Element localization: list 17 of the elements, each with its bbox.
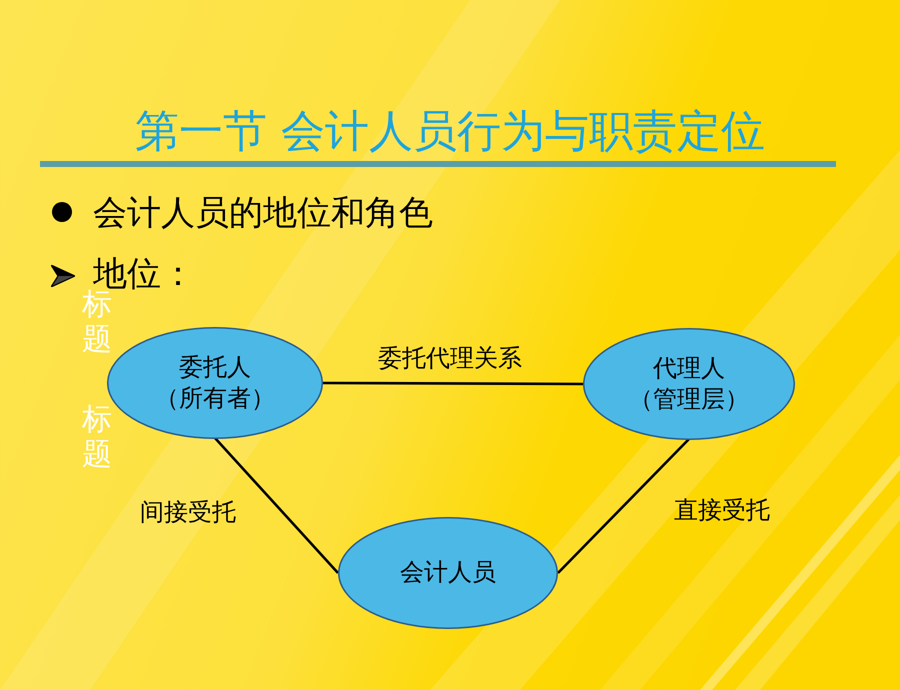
node-label: （管理层）	[629, 384, 749, 415]
edge-label: 直接受托	[674, 495, 770, 526]
ellipse-node	[338, 517, 558, 629]
vertical-label: 标题	[82, 403, 112, 472]
bullet-text: 会计人员的地位和角色	[93, 192, 433, 235]
vertical-label: 标题	[82, 288, 112, 357]
edge-label: 间接受托	[140, 497, 236, 528]
node-label: 委托人	[179, 352, 251, 383]
connector-line	[323, 382, 583, 386]
connector-line	[557, 438, 690, 574]
edge-label: 委托代理关系	[378, 343, 522, 374]
node-label: 会计人员	[400, 557, 496, 588]
node-label: 代理人	[653, 352, 725, 384]
slide-title: 第一节 会计人员行为与职责定位	[135, 106, 765, 157]
ellipse-node	[583, 328, 795, 440]
node-label: （所有者）	[155, 383, 275, 414]
connector-line	[214, 437, 339, 574]
